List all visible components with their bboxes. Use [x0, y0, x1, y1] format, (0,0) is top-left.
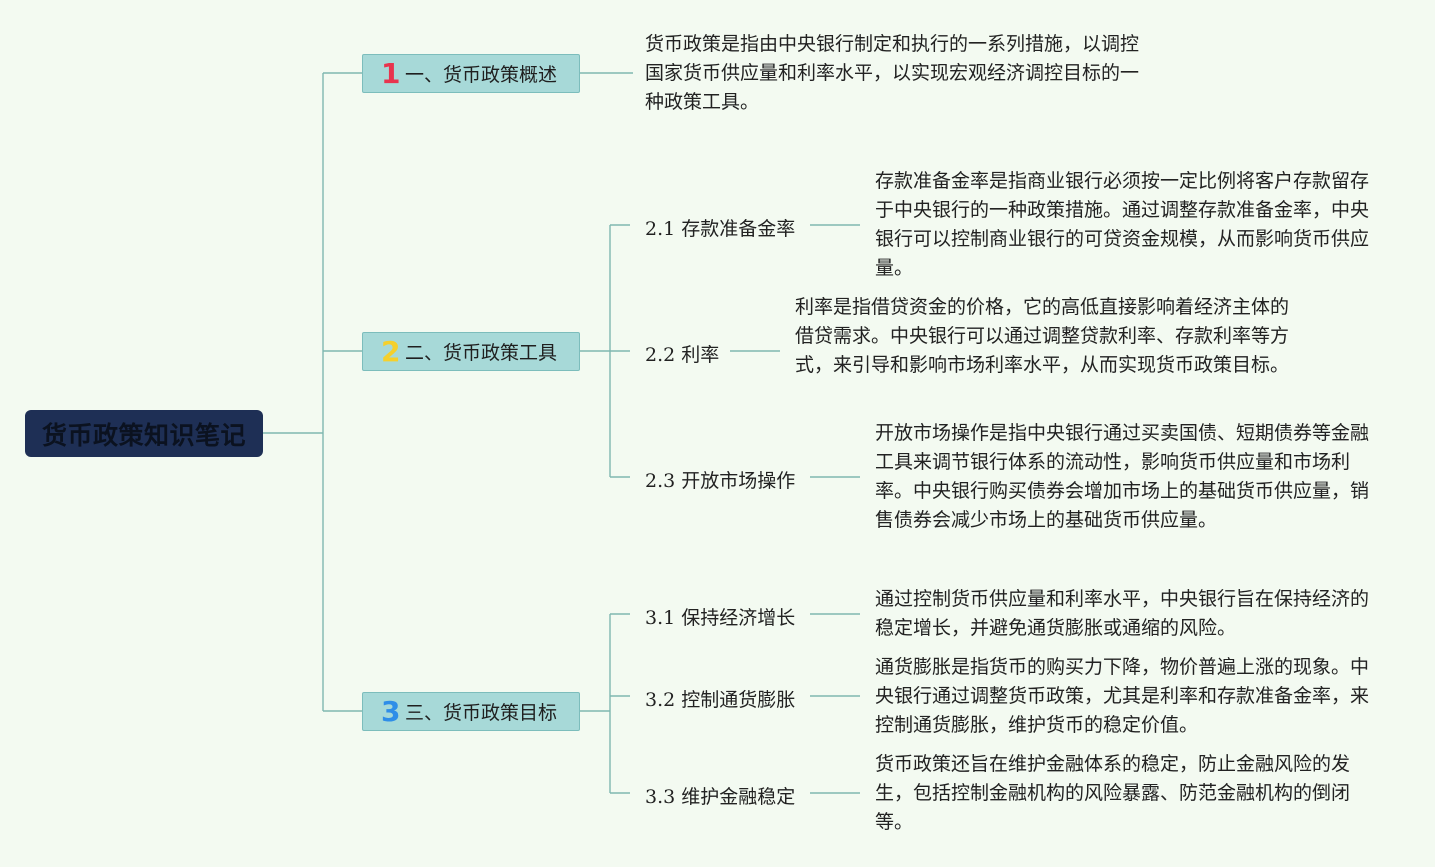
section-1-description: 货币政策是指由中央银行制定和执行的一系列措施，以调控国家货币供应量和利率水平，以…: [645, 33, 1140, 113]
subnode-2-1[interactable]: 2.1 存款准备金率: [645, 218, 796, 240]
section-node-1[interactable]: 1 一、货币政策概述: [362, 54, 580, 93]
subnode-3-1-description: 通过控制货币供应量和利率水平，中央银行旨在保持经济的稳定增长，并避免通货膨胀或通…: [875, 588, 1370, 639]
subnode-3-3-description: 货币政策还旨在维护金融体系的稳定，防止金融风险的发生，包括控制金融机构的风险暴露…: [875, 753, 1351, 833]
subnode-2-2-description: 利率是指借贷资金的价格，它的高低直接影响着经济主体的借贷需求。中央银行可以通过调…: [795, 296, 1290, 376]
subnode-3-2[interactable]: 3.2 控制通货膨胀: [645, 689, 796, 711]
subnode-2-2[interactable]: 2.2 利率: [645, 344, 720, 366]
subnode-2-1-description: 存款准备金率是指商业银行必须按一定比例将客户存款留存于中央银行的一种政策措施。通…: [875, 170, 1370, 279]
root-node[interactable]: 货币政策知识笔记: [25, 410, 263, 457]
section-label-3: 三、货币政策目标: [405, 702, 558, 724]
root-label: 货币政策知识笔记: [41, 420, 246, 450]
section-label-2: 二、货币政策工具: [405, 342, 558, 364]
section-number-3: 3: [381, 694, 401, 728]
subnode-3-2-description: 通货膨胀是指货币的购买力下降，物价普遍上涨的现象。中央银行通过调整货币政策，尤其…: [875, 656, 1370, 736]
section-node-3[interactable]: 3 三、货币政策目标: [362, 692, 580, 731]
subnode-2-3[interactable]: 2.3 开放市场操作: [645, 470, 796, 492]
section-number-2: 2: [381, 334, 401, 368]
section-label-1: 一、货币政策概述: [405, 64, 558, 86]
section-node-2[interactable]: 2 二、货币政策工具: [362, 332, 580, 371]
subnode-3-1[interactable]: 3.1 保持经济增长: [645, 607, 796, 629]
section-number-1: 1: [381, 56, 401, 90]
subnode-3-3[interactable]: 3.3 维护金融稳定: [645, 786, 796, 808]
subnode-2-3-description: 开放市场操作是指中央银行通过买卖国债、短期债券等金融工具来调节银行体系的流动性，…: [875, 422, 1370, 531]
